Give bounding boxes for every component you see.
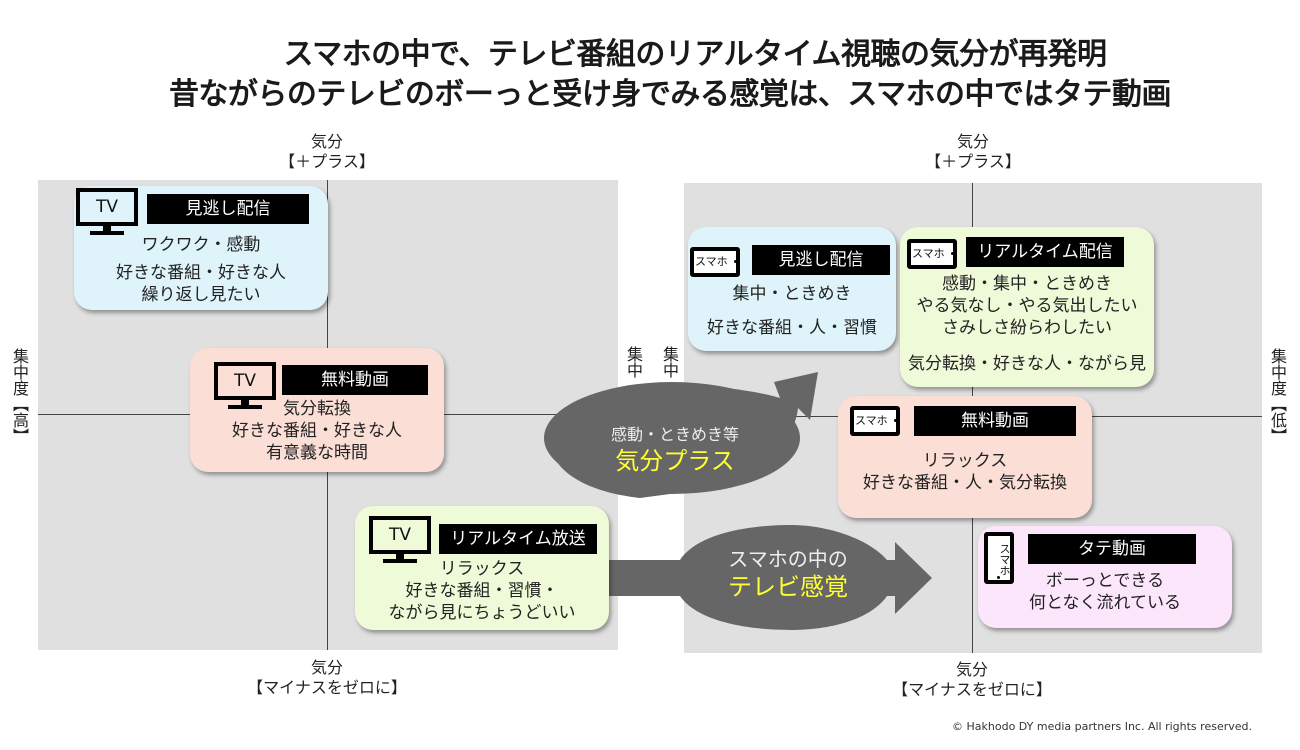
axis-bottom-line2: 【マイナスをゼロに】 bbox=[892, 680, 1052, 699]
card-line: ながら見にちょうどいい bbox=[388, 603, 576, 623]
tag-label: 無料動画 bbox=[282, 365, 428, 395]
arrow-tv-feeling-main: テレビ感覚 bbox=[728, 573, 848, 601]
tag-label: 無料動画 bbox=[914, 406, 1076, 436]
axis-top-line1: 気分 bbox=[310, 132, 343, 151]
card-line: リラックス bbox=[922, 451, 1008, 471]
smartphone-icon: スマホ bbox=[850, 406, 900, 436]
card-tv-catchup: TV 見逃し配信 ワクワク・感動 好きな番組・好きな人 繰り返し見たい bbox=[74, 186, 328, 310]
tv-icon: TV bbox=[76, 188, 138, 238]
card-line: 集中・ときめき bbox=[732, 284, 852, 304]
right-axis-top-label: 気分 【＋プラス】 bbox=[893, 132, 1053, 172]
title-line-2: 昔ながらのテレビのボーっと受け身でみる感覚は、スマホの中ではタテ動画 bbox=[168, 77, 1172, 112]
card-line: 好きな番組・人・習慣 bbox=[707, 318, 877, 338]
axis-top-line1: 気分 bbox=[956, 132, 989, 151]
card-line: 有意義な時間 bbox=[266, 443, 368, 463]
card-line: ワクワク・感動 bbox=[141, 235, 261, 255]
smartphone-vertical-icon: スマホ bbox=[984, 532, 1014, 584]
arrow-tv-feeling-sub: スマホの中の bbox=[728, 547, 848, 571]
right-axis-label-low: 集中度【低】 bbox=[1268, 348, 1287, 444]
smartphone-icon-label: スマホ bbox=[695, 255, 728, 268]
tag-label: リアルタイム放送 bbox=[439, 524, 597, 554]
smartphone-icon-label: スマホ bbox=[998, 542, 1011, 576]
axis-bottom-line1: 気分 bbox=[955, 660, 988, 679]
card-line: 繰り返し見たい bbox=[141, 285, 261, 305]
title-line-1: スマホの中で、テレビ番組のリアルタイム視聴の気分が再発明 bbox=[283, 37, 1108, 72]
tag-label: リアルタイム配信 bbox=[966, 237, 1124, 267]
smartphone-icon: スマホ bbox=[690, 247, 740, 277]
card-line: 好きな番組・人・気分転換 bbox=[863, 473, 1067, 493]
arrow-tv-feeling bbox=[608, 525, 932, 630]
card-phone-vertical-video: スマホ タテ動画 ボーっとできる 何となく流れている bbox=[978, 526, 1232, 628]
arrow-tv-feeling-label: スマホの中の テレビ感覚 bbox=[688, 546, 888, 602]
card-line: 好きな番組・好きな人 bbox=[116, 263, 286, 283]
arrow-mood-plus-main: 気分プラス bbox=[615, 447, 735, 475]
tv-icon-label: TV bbox=[369, 516, 431, 554]
smartphone-icon-label: スマホ bbox=[912, 247, 945, 260]
right-axis-bottom-label: 気分 【マイナスをゼロに】 bbox=[862, 660, 1082, 700]
card-line: 何となく流れている bbox=[1029, 593, 1181, 613]
card-line: リラックス bbox=[439, 559, 525, 579]
mid-axis-label-right: 集中 bbox=[660, 346, 679, 378]
arrow-mood-plus-label: 感動・ときめき等 気分プラス bbox=[580, 424, 770, 476]
tv-icon-label: TV bbox=[214, 362, 276, 400]
axis-top-line2: 【＋プラス】 bbox=[279, 152, 375, 171]
card-phone-realtime-stream: スマホ リアルタイム配信 感動・集中・ときめき やる気なし・やる気出したい さみ… bbox=[900, 227, 1154, 387]
smartphone-icon: スマホ bbox=[907, 239, 957, 269]
left-axis-bottom-label: 気分 【マイナスをゼロに】 bbox=[217, 658, 437, 698]
card-line: 気分転換・好きな人・ながら見 bbox=[908, 354, 1146, 374]
tv-icon-label: TV bbox=[76, 188, 138, 226]
card-line: 好きな番組・好きな人 bbox=[232, 421, 402, 441]
arrow-mood-plus-sub: 感動・ときめき等 bbox=[610, 425, 739, 444]
card-phone-catchup: スマホ 見逃し配信 集中・ときめき 好きな番組・人・習慣 bbox=[688, 227, 896, 351]
tag-label: 見逃し配信 bbox=[752, 245, 890, 275]
axis-top-line2: 【＋プラス】 bbox=[925, 152, 1021, 171]
card-tv-realtime-broadcast: TV リアルタイム放送 リラックス 好きな番組・習慣・ ながら見にちょうどいい bbox=[355, 506, 609, 630]
card-line: 気分転換 bbox=[283, 399, 351, 419]
axis-bottom-line1: 気分 bbox=[310, 658, 343, 677]
card-line: やる気なし・やる気出したい bbox=[916, 296, 1138, 316]
card-line: ボーっとできる bbox=[1045, 571, 1165, 591]
card-phone-free-video: スマホ 無料動画 リラックス 好きな番組・人・気分転換 bbox=[838, 396, 1092, 518]
copyright: © Hakhodo DY media partners Inc. All rig… bbox=[952, 720, 1252, 733]
tag-label: 見逃し配信 bbox=[147, 194, 309, 224]
card-line: 感動・集中・ときめき bbox=[942, 274, 1112, 294]
mid-axis-label-left: 集中 bbox=[624, 346, 643, 378]
card-tv-free-video: TV 無料動画 気分転換 好きな番組・好きな人 有意義な時間 bbox=[190, 348, 444, 472]
tv-icon: TV bbox=[214, 362, 276, 412]
smartphone-icon-label: スマホ bbox=[855, 414, 888, 427]
tv-icon: TV bbox=[369, 516, 431, 566]
axis-bottom-line2: 【マイナスをゼロに】 bbox=[247, 678, 407, 697]
left-axis-label-high: 集中度【高】 bbox=[10, 348, 29, 444]
card-line: さみしさ紛らわしたい bbox=[942, 318, 1112, 338]
left-axis-top-label: 気分 【＋プラス】 bbox=[247, 132, 407, 172]
card-line: 好きな番組・習慣・ bbox=[405, 581, 559, 601]
tag-label: タテ動画 bbox=[1028, 534, 1196, 564]
arrow-mood-plus-bubble bbox=[544, 382, 800, 494]
